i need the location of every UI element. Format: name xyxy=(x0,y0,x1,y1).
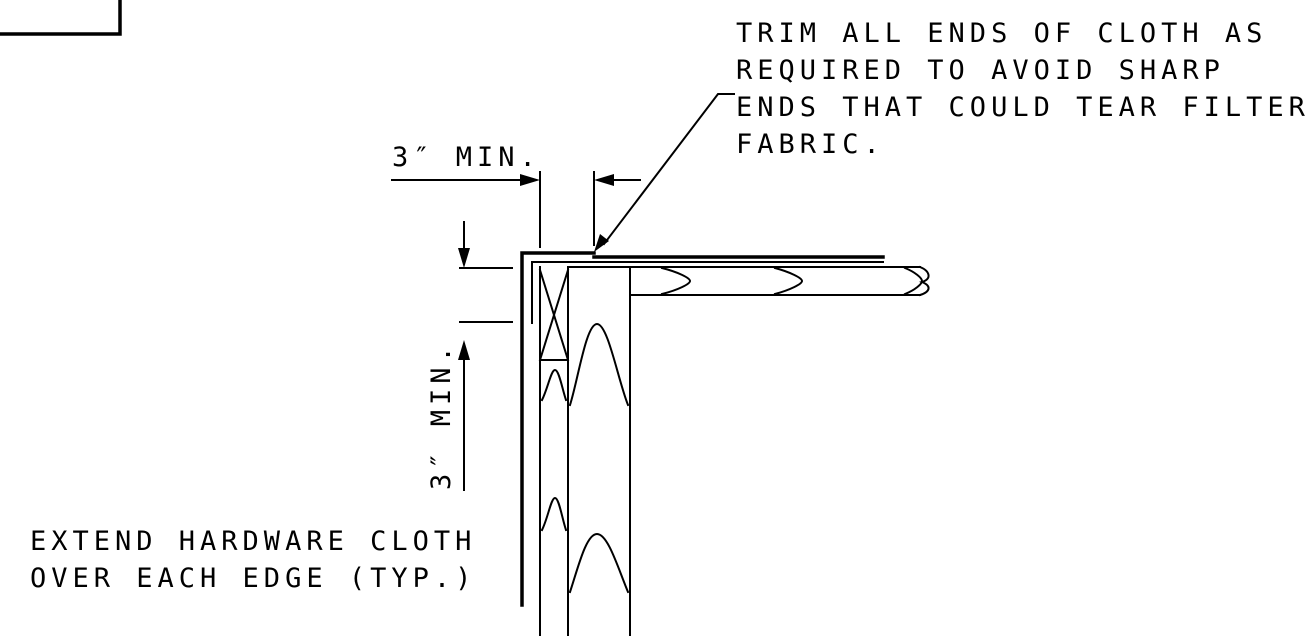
trim-note-line-4: FABRIC. xyxy=(736,129,885,160)
trim-note-line-2: REQUIRED TO AVOID SHARP xyxy=(736,55,1225,86)
trim-note-line-1: TRIM ALL ENDS OF CLOTH AS xyxy=(736,18,1267,49)
hardware-cloth xyxy=(520,251,885,607)
extend-note-line-1: EXTEND HARDWARE CLOTH xyxy=(30,526,476,557)
extend-note-line-2: OVER EACH EDGE (TYP.) xyxy=(30,563,476,594)
trim-note-leader xyxy=(594,93,735,252)
vertical-frame-member xyxy=(538,266,631,636)
horizontal-frame-member xyxy=(567,265,930,297)
trim-note-line-3: ENDS THAT COULD TEAR FILTER xyxy=(736,92,1305,123)
border-frame xyxy=(0,0,122,36)
vertical-dimension xyxy=(458,221,513,491)
vertical-dimension-label: 3″ MIN. xyxy=(426,341,457,490)
trim-note: TRIM ALL ENDS OF CLOTH AS REQUIRED TO AV… xyxy=(736,18,1305,160)
horizontal-dimension-label: 3″ MIN. xyxy=(392,142,541,173)
extend-note: EXTEND HARDWARE CLOTH OVER EACH EDGE (TY… xyxy=(30,526,476,594)
horizontal-dimension xyxy=(391,171,641,248)
